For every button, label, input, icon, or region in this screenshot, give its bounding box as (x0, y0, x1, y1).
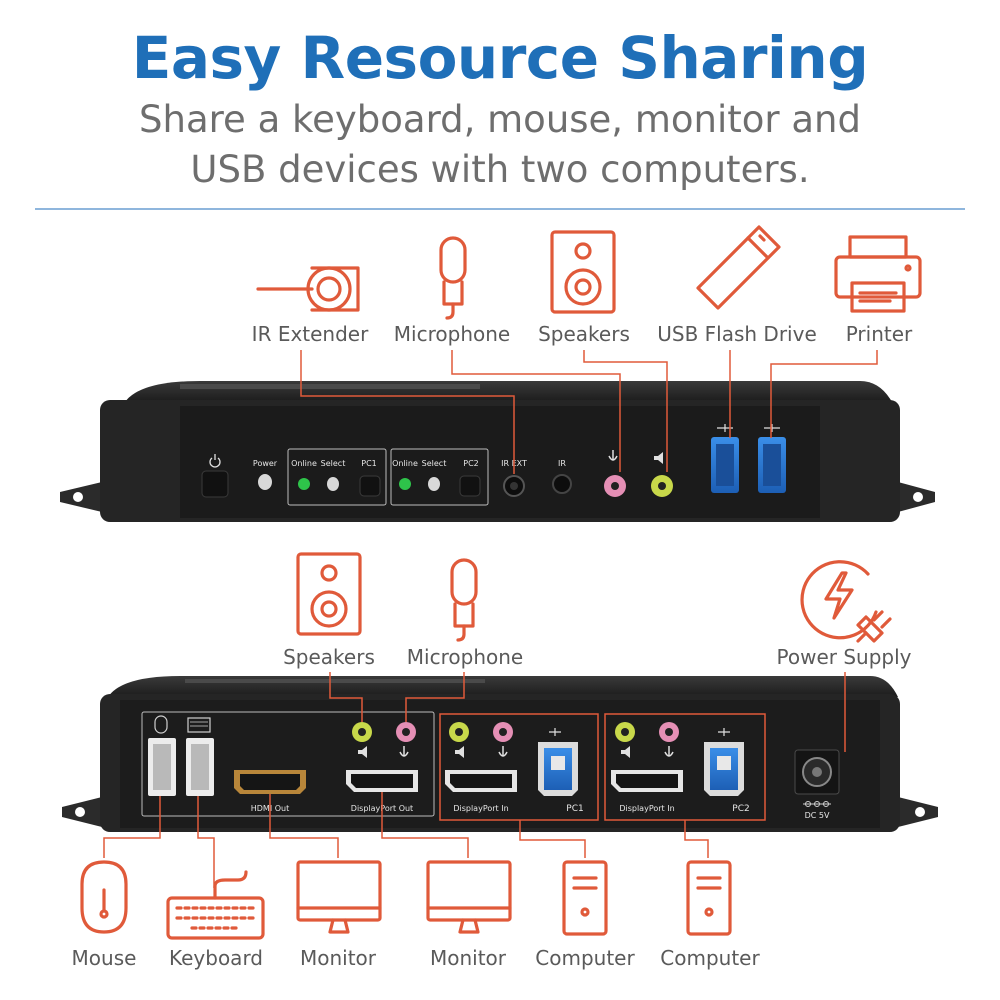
speaker-icon (296, 552, 362, 636)
ir-extender-icon (256, 266, 360, 312)
label-microphone-front: Microphone (393, 322, 511, 346)
label-monitor-1: Monitor (299, 946, 377, 970)
page-subtitle: Share a keyboard, mouse, monitor and USB… (0, 95, 1000, 195)
label-speakers-back: Speakers (283, 645, 375, 669)
front-select2-label: Select (422, 459, 447, 468)
back-connector-lines (103, 672, 846, 888)
back-pc2-label: PC2 (732, 804, 749, 814)
label-ir-extender: IR Extender (251, 322, 369, 346)
label-microphone-back: Microphone (406, 645, 524, 669)
front-connector-lines (300, 350, 878, 474)
label-speakers-front: Speakers (538, 322, 630, 346)
back-pc1-label: PC1 (566, 804, 583, 814)
label-monitor-2: Monitor (429, 946, 507, 970)
mouse-icon (80, 860, 128, 934)
monitor-icon (296, 860, 382, 934)
computer-icon (686, 860, 732, 936)
front-power-label: Power (253, 459, 278, 468)
speaker-icon (550, 230, 616, 314)
label-power-supply: Power Supply (776, 645, 912, 669)
label-printer: Printer (845, 322, 913, 346)
label-usb-flash-drive: USB Flash Drive (657, 322, 817, 346)
front-ir-label: IR (558, 459, 566, 468)
back-device (62, 676, 938, 832)
front-pc1-label: PC1 (361, 459, 377, 468)
label-computer-2: Computer (660, 946, 760, 970)
front-device (60, 381, 935, 522)
front-select1-label: Select (321, 459, 346, 468)
power-supply-icon (800, 560, 892, 643)
front-pc2-label: PC2 (463, 459, 479, 468)
printer-icon (834, 235, 922, 313)
subtitle-line-1: Share a keyboard, mouse, monitor and (139, 98, 861, 141)
keyboard-icon (166, 870, 265, 940)
back-dc5v-label: DC 5V (805, 811, 830, 820)
label-keyboard: Keyboard (168, 946, 264, 970)
microphone-icon (439, 236, 467, 320)
page-title: Easy Resource Sharing (131, 24, 869, 92)
microphone-icon (450, 558, 478, 642)
header-divider (35, 208, 965, 210)
label-computer-1: Computer (535, 946, 635, 970)
back-dp-in1-label: DisplayPort In (453, 804, 508, 813)
usb-flash-drive-icon (696, 225, 781, 310)
subtitle-line-2: USB devices with two computers. (190, 148, 810, 191)
label-mouse: Mouse (71, 946, 137, 970)
computer-icon (562, 860, 608, 936)
front-online2-label: Online (392, 459, 418, 468)
front-online1-label: Online (291, 459, 317, 468)
back-dp-in2-label: DisplayPort In (619, 804, 674, 813)
monitor-icon (426, 860, 512, 934)
